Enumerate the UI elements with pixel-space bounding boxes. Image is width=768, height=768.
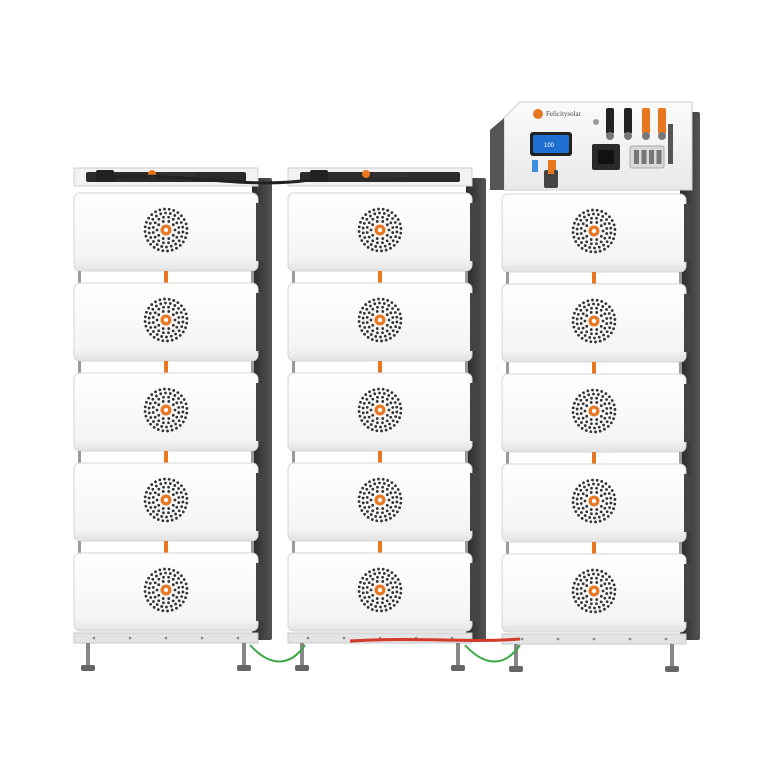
brand-logo-icon bbox=[533, 109, 543, 119]
connector-bar bbox=[592, 272, 596, 284]
brand-logo-icon bbox=[362, 170, 370, 178]
vent-dot-pattern bbox=[357, 567, 403, 613]
power-cable bbox=[349, 637, 521, 643]
connector-bar bbox=[592, 542, 596, 554]
ground-cable bbox=[464, 644, 521, 663]
connector-bar bbox=[378, 361, 382, 373]
vent-dot-pattern bbox=[357, 477, 403, 523]
brand-label: Felicitysolar bbox=[159, 171, 195, 179]
brand-label: Felicitysolar bbox=[546, 110, 582, 118]
connector-bar bbox=[164, 361, 168, 373]
connector-bar bbox=[378, 451, 382, 463]
brand-label: Felicitysolar bbox=[373, 171, 409, 179]
leveling-foot bbox=[242, 643, 246, 667]
vent-dot-pattern bbox=[571, 208, 617, 254]
module-side-latch bbox=[684, 474, 692, 532]
leveling-foot bbox=[514, 644, 518, 668]
leveling-foot bbox=[670, 644, 674, 668]
vent-dot-pattern bbox=[143, 297, 189, 343]
power-terminal bbox=[606, 108, 614, 134]
module-side-latch bbox=[684, 564, 692, 622]
module-side-latch bbox=[256, 203, 264, 261]
top-link-cable bbox=[109, 174, 311, 185]
leveling-foot bbox=[86, 643, 90, 667]
leveling-foot bbox=[456, 643, 460, 667]
side-handle bbox=[668, 124, 673, 164]
vent-dot-pattern bbox=[143, 207, 189, 253]
connector-bar bbox=[378, 271, 382, 283]
connector-bar bbox=[164, 451, 168, 463]
vent-dot-pattern bbox=[143, 477, 189, 523]
connector-bar bbox=[378, 541, 382, 553]
vent-dot-pattern bbox=[571, 568, 617, 614]
vent-dot-pattern bbox=[571, 478, 617, 524]
connector-bar bbox=[164, 271, 168, 283]
vent-dot-pattern bbox=[357, 297, 403, 343]
module-side-latch bbox=[684, 204, 692, 262]
top-plug bbox=[96, 170, 114, 182]
vent-dot-pattern bbox=[571, 388, 617, 434]
leveling-foot bbox=[300, 643, 304, 667]
vent-dot-pattern bbox=[571, 298, 617, 344]
power-terminal bbox=[624, 108, 632, 134]
indicator-blue bbox=[532, 160, 538, 172]
connector-bar bbox=[592, 452, 596, 464]
module-side-latch bbox=[470, 473, 478, 531]
module-side-latch bbox=[470, 203, 478, 261]
display-screen bbox=[533, 135, 569, 153]
vent-dot-pattern bbox=[143, 387, 189, 433]
vent-dot-pattern bbox=[357, 387, 403, 433]
module-side-latch bbox=[684, 294, 692, 352]
top-plug bbox=[310, 170, 328, 182]
middle-stack: Felicitysolar bbox=[287, 167, 486, 671]
connector-bar bbox=[592, 362, 596, 374]
module-side-latch bbox=[256, 473, 264, 531]
module-side-latch bbox=[256, 563, 264, 621]
power-terminal bbox=[658, 108, 666, 134]
top-bus-bar bbox=[300, 172, 460, 182]
ground-cable bbox=[249, 644, 306, 663]
module-side-latch bbox=[256, 293, 264, 351]
module-side-latch bbox=[256, 383, 264, 441]
cable-plug bbox=[544, 170, 558, 188]
right-stack: Felicitysolar 100 bbox=[490, 101, 700, 672]
vent-dot-pattern bbox=[143, 567, 189, 613]
module-side-latch bbox=[470, 563, 478, 621]
connector-bar bbox=[164, 541, 168, 553]
vent-dot-pattern bbox=[357, 207, 403, 253]
module-side-latch bbox=[470, 383, 478, 441]
switch-knob bbox=[593, 119, 599, 125]
left-stack: Felicitysolar bbox=[73, 167, 272, 671]
display-reading: 100 bbox=[544, 143, 555, 149]
module-side-latch bbox=[684, 384, 692, 442]
module-side-latch bbox=[470, 293, 478, 351]
power-terminal bbox=[642, 108, 650, 134]
controller-side bbox=[490, 118, 504, 190]
